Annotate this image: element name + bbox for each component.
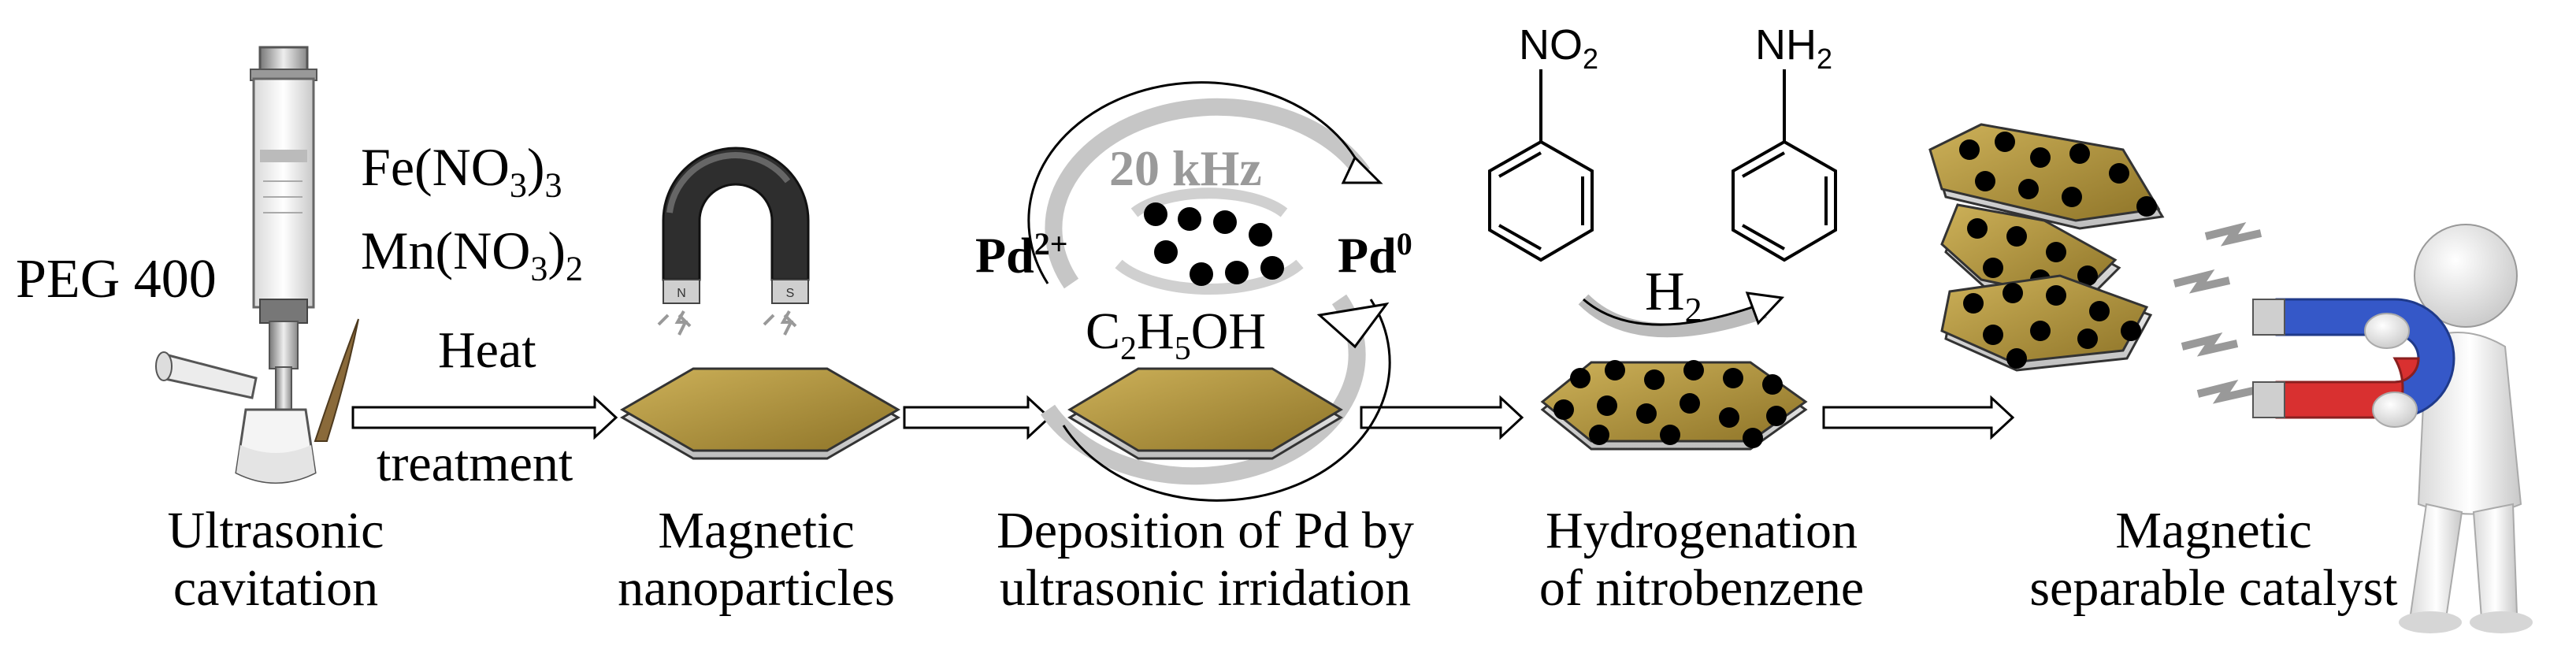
- hexagon-substrate-2: [620, 367, 900, 460]
- step-1-line2: cavitation: [173, 559, 379, 617]
- mn-nitrate-text: Mn(NO: [361, 221, 531, 280]
- ethanol-h-sub: 5: [1174, 331, 1191, 368]
- fe-nitrate-label: Fe(NO3)3: [361, 140, 562, 203]
- hydrogen-label: H2: [1645, 265, 1702, 328]
- ethanol-oh: OH: [1190, 303, 1267, 360]
- step-2-line2: nanoparticles: [618, 559, 895, 617]
- mn-nitrate-close: ): [547, 221, 566, 280]
- pd-nanoparticle-cluster: [1144, 202, 1284, 286]
- pd-ion-charge: 2+: [1034, 226, 1068, 262]
- step-2-line1: Magnetic: [658, 502, 855, 559]
- treatment-label: treatment: [377, 435, 573, 492]
- amine-text: NH: [1755, 21, 1817, 69]
- step-caption-3: Deposition of Pd by ultrasonic irridatio…: [953, 502, 1457, 617]
- fe-nitrate-text: Fe(NO: [361, 137, 510, 197]
- catalyst-flake-bottom: [1940, 274, 2153, 372]
- person-with-magnet-icon: [2252, 224, 2533, 633]
- nitro-text: NO: [1519, 21, 1583, 69]
- step-3-line2: ultrasonic irridation: [999, 559, 1412, 617]
- heat-label: Heat: [438, 321, 536, 379]
- ethanol-label: C2H5OH: [1086, 306, 1266, 366]
- catalyst-flake-top: [1928, 123, 2165, 230]
- pd-metal-label: Pd0: [1338, 228, 1412, 280]
- process-arrow-4: [1822, 395, 2015, 440]
- ultrasonic-processor-icon: [155, 46, 359, 484]
- hexagon-substrate-3: [1067, 367, 1343, 460]
- catalyst-hexagon: [1540, 360, 1808, 451]
- step-1-line1: Ultrasonic: [167, 502, 384, 559]
- frequency-label: 20 kHz: [1109, 140, 1262, 196]
- ethanol-c-sub: 2: [1120, 331, 1138, 368]
- step-4-line1: Hydrogenation: [1546, 502, 1858, 559]
- nitro-group-label: NO2: [1519, 24, 1598, 73]
- aniline-ring-icon: [1732, 69, 1837, 262]
- svg-text:S: S: [786, 287, 795, 300]
- svg-text:N: N: [677, 287, 686, 300]
- pd-metal-text: Pd: [1338, 227, 1397, 284]
- pd-ion-text: Pd: [975, 227, 1034, 284]
- ethanol-h: H: [1137, 303, 1175, 360]
- step-3-line1: Deposition of Pd by: [997, 502, 1414, 559]
- fe-nitrate-sub: 3: [509, 165, 527, 205]
- amine-group-label: NH2: [1755, 24, 1832, 73]
- step-5-line1: Magnetic: [2115, 502, 2312, 559]
- process-arrow-3: [1360, 395, 1524, 440]
- pd-ion-label: Pd2+: [975, 228, 1067, 280]
- fe-nitrate-sub2: 3: [544, 165, 562, 205]
- amine-sub: 2: [1817, 42, 1833, 75]
- step-caption-1: Ultrasonic cavitation: [118, 502, 433, 617]
- fe-nitrate-close: ): [526, 137, 545, 197]
- process-arrow-1: [351, 395, 618, 440]
- step-caption-5: Magnetic separable catalyst: [2001, 502, 2426, 617]
- mn-nitrate-sub: 3: [530, 249, 548, 288]
- mn-nitrate-label: Mn(NO3)2: [361, 224, 583, 287]
- hydrogenation-arrow: [1578, 291, 1785, 338]
- hydrogen-text: H: [1645, 262, 1685, 322]
- step-4-line2: of nitrobenzene: [1539, 559, 1865, 617]
- magnetic-field-bolts: [2173, 222, 2262, 404]
- step-caption-2: Magnetic nanoparticles: [607, 502, 906, 617]
- step-caption-4: Hydrogenation of nitrobenzene: [1497, 502, 1906, 617]
- benzene-ring-icon: [1488, 69, 1594, 262]
- process-arrow-2: [903, 395, 1052, 440]
- pd-metal-charge: 0: [1396, 226, 1412, 262]
- nitro-sub: 2: [1583, 42, 1599, 75]
- horseshoe-magnet-icon: N S: [657, 147, 810, 336]
- ethanol-c: C: [1086, 303, 1121, 360]
- mn-nitrate-sub2: 2: [565, 249, 583, 288]
- step-5-line2: separable catalyst: [2029, 559, 2398, 617]
- peg-label: PEG 400: [16, 249, 217, 310]
- hydrogen-sub: 2: [1684, 291, 1702, 329]
